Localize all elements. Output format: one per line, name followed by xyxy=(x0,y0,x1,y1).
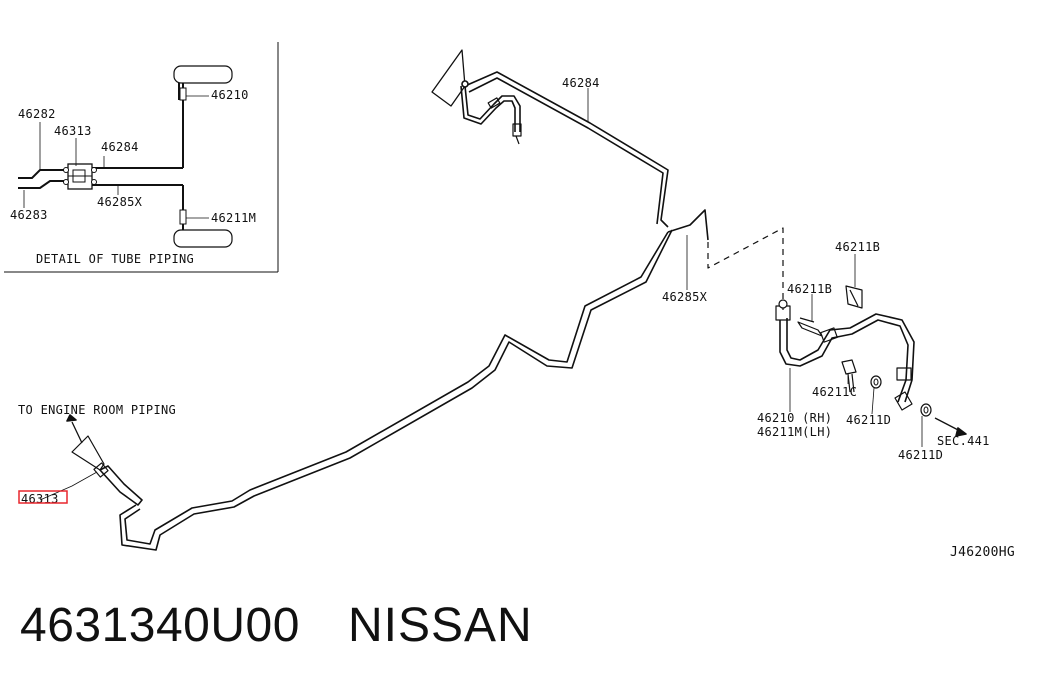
label-to-engine: TO ENGINE ROOM PIPING xyxy=(18,403,176,417)
detail-tube-46283 xyxy=(18,180,68,189)
detail-label-46285x: 46285X xyxy=(97,195,143,209)
detail-label-46211m: 46211M xyxy=(211,211,256,225)
detail-brake-bottom xyxy=(173,229,233,248)
to-engine-arrow xyxy=(71,421,83,444)
label-46211c: 46211C xyxy=(812,385,857,399)
label-46211b: 46211B xyxy=(787,282,832,296)
label-46211b-top: 46211B xyxy=(835,240,880,254)
label-46313-highlighted: 46313 xyxy=(21,492,59,506)
washer-46211d-a xyxy=(870,375,882,389)
dashed-route xyxy=(707,227,784,312)
detail-label-46210: 46210 xyxy=(211,88,249,102)
label-46211m-lh: 46211M(LH) xyxy=(757,425,832,439)
label-46284: 46284 xyxy=(562,76,600,90)
label-46211d-b: 46211D xyxy=(898,448,943,462)
main-tube-run xyxy=(66,49,967,551)
brand-name: NISSAN xyxy=(348,599,533,652)
hose-46210 xyxy=(779,319,909,403)
main-labels: TO ENGINE ROOM PIPING 46313 46284 46285X… xyxy=(18,76,1015,560)
detail-brake-top xyxy=(173,65,233,84)
label-46285x: 46285X xyxy=(662,290,708,304)
part-number: 4631340U00 xyxy=(20,599,300,652)
clip-46211b-top xyxy=(845,285,863,309)
diagram-code: J46200HG xyxy=(950,545,1015,560)
detail-label-46282: 46282 xyxy=(18,107,56,121)
washer-46211d-b xyxy=(920,403,932,417)
detail-inset: 46282 46313 46284 46210 46283 46285X 462… xyxy=(4,42,279,273)
tube-46285x xyxy=(124,231,669,545)
detail-caption: DETAIL OF TUBE PIPING xyxy=(36,252,194,266)
detail-label-46283: 46283 xyxy=(10,208,48,222)
detail-tube-46282 xyxy=(18,169,68,179)
label-46211d-a: 46211D xyxy=(846,413,891,427)
label-sec-441: SEC.441 xyxy=(937,434,990,448)
clip-46211b xyxy=(797,317,823,337)
label-46210-rh: 46210 (RH) xyxy=(757,411,832,425)
detail-label-46313: 46313 xyxy=(54,124,92,138)
detail-label-46284: 46284 xyxy=(101,140,139,154)
highlight-box xyxy=(18,490,68,504)
top-bracket xyxy=(431,49,466,107)
fitting-46313 xyxy=(71,435,105,471)
tube-46284 xyxy=(464,71,669,228)
